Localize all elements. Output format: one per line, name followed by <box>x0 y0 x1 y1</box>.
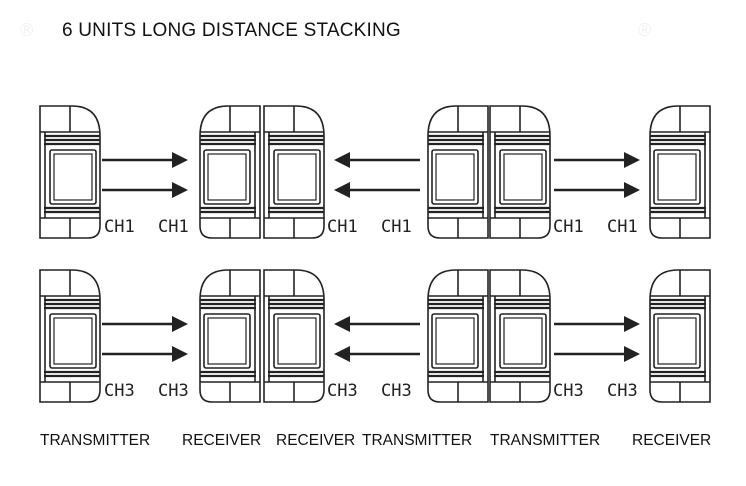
sensor-unit-row1-2 <box>199 105 261 239</box>
sensor-housing <box>427 105 489 239</box>
channel-label-row2-1: CH3 <box>104 381 135 401</box>
sensor-housing <box>263 269 325 403</box>
beam-arrow-row2-pair1-top <box>102 316 188 332</box>
sensor-lens <box>431 313 479 369</box>
sensor-unit-row2-1 <box>39 269 101 403</box>
sensor-unit-row2-2 <box>199 269 261 403</box>
sensor-lens <box>653 149 701 205</box>
sensor-lens <box>203 313 251 369</box>
page-title: 6 UNITS LONG DISTANCE STACKING <box>62 20 401 41</box>
channel-label-row1-1: CH1 <box>104 217 135 237</box>
channel-label-row2-4: CH3 <box>381 381 412 401</box>
unit-label-transmitter-1: TRANSMITTER <box>40 432 151 449</box>
channel-label-row2-6: CH3 <box>607 381 638 401</box>
unit-label-receiver-2: RECEIVER <box>276 432 356 449</box>
sensor-unit-row2-3 <box>263 269 325 403</box>
sensor-lens <box>273 313 321 369</box>
sensor-unit-row1-3 <box>263 105 325 239</box>
beam-arrow-row1-pair3-top <box>554 152 640 168</box>
sensor-unit-row2-4 <box>427 269 489 403</box>
beam-arrow-row2-pair3-top <box>554 316 640 332</box>
beam-arrow-row2-pair3-bottom <box>554 346 640 362</box>
beam-arrow-row1-pair1-bottom <box>102 182 188 198</box>
channel-label-row2-2: CH3 <box>158 381 189 401</box>
unit-label-transmitter-2: TRANSMITTER <box>362 432 473 449</box>
unit-label-receiver-1: RECEIVER <box>182 432 262 449</box>
channel-label-row2-3: CH3 <box>327 381 358 401</box>
sensor-housing <box>649 269 711 403</box>
unit-label-transmitter-3: TRANSMITTER <box>490 432 601 449</box>
sensor-unit-row1-5 <box>489 105 551 239</box>
channel-label-row2-5: CH3 <box>553 381 584 401</box>
watermark-right: ® <box>638 20 652 40</box>
sensor-housing <box>649 105 711 239</box>
sensor-unit-row2-6 <box>649 269 711 403</box>
sensor-unit-row1-4 <box>427 105 489 239</box>
beam-arrow-row1-pair3-bottom <box>554 182 640 198</box>
channel-label-row1-3: CH1 <box>327 217 358 237</box>
watermark-left: ® <box>20 20 34 40</box>
sensor-unit-row1-1 <box>39 105 101 239</box>
sensor-lens <box>499 149 547 205</box>
beam-arrow-row2-pair2-bottom <box>334 346 420 362</box>
sensor-housing <box>489 105 551 239</box>
sensor-housing <box>199 105 261 239</box>
sensor-housing <box>39 269 101 403</box>
beam-arrow-row2-pair1-bottom <box>102 346 188 362</box>
sensor-lens <box>273 149 321 205</box>
unit-label-receiver-3: RECEIVER <box>632 432 712 449</box>
channel-label-row1-2: CH1 <box>158 217 189 237</box>
sensor-unit-row1-6 <box>649 105 711 239</box>
beam-arrow-row1-pair2-bottom <box>334 182 420 198</box>
sensor-housing <box>39 105 101 239</box>
sensor-lens <box>49 149 97 205</box>
sensor-housing <box>263 105 325 239</box>
sensor-housing <box>489 269 551 403</box>
sensor-lens <box>653 313 701 369</box>
beam-arrow-row1-pair2-top <box>334 152 420 168</box>
channel-label-row1-4: CH1 <box>381 217 412 237</box>
sensor-lens <box>431 149 479 205</box>
sensor-lens <box>203 149 251 205</box>
sensor-housing <box>427 269 489 403</box>
sensor-unit-row2-5 <box>489 269 551 403</box>
channel-label-row1-6: CH1 <box>607 217 638 237</box>
beam-arrow-row2-pair2-top <box>334 316 420 332</box>
sensor-lens <box>49 313 97 369</box>
sensor-housing <box>199 269 261 403</box>
sensor-lens <box>499 313 547 369</box>
channel-label-row1-5: CH1 <box>553 217 584 237</box>
beam-arrow-row1-pair1-top <box>102 152 188 168</box>
